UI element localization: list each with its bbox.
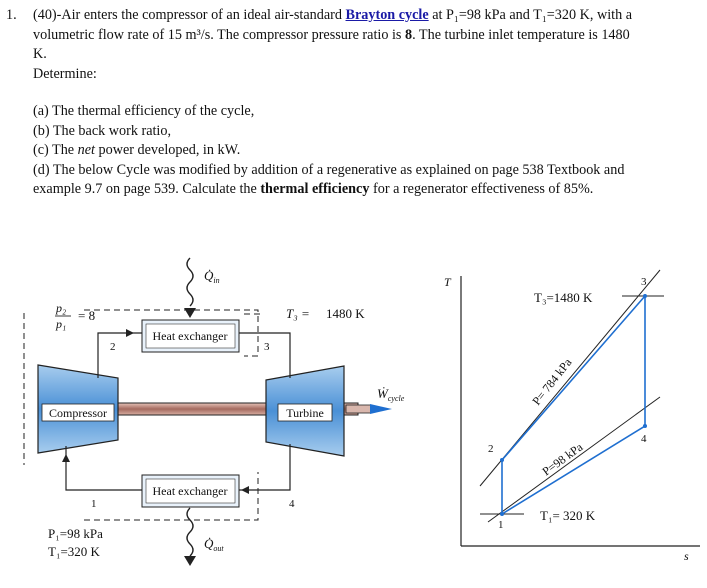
t3-value: 1480 K xyxy=(326,306,365,321)
t1-ts-label: T₁= 320 K xyxy=(540,508,596,523)
flow-line-2 xyxy=(97,332,142,378)
question-b: (b) The back work ratio, xyxy=(33,122,172,139)
point-3-label: 3 xyxy=(641,276,647,288)
work-output-shaft xyxy=(345,404,373,414)
heat-in-label: Q̇in xyxy=(204,268,220,285)
ratio-numerator: p₂ xyxy=(55,301,66,315)
pressure-ratio-value: 8 xyxy=(405,26,413,43)
problem-line-1: 1. (40)-Air enters the compressor of an … xyxy=(6,6,702,26)
ratio-value: = 8 xyxy=(78,308,95,323)
problem-line-2: volumetric flow rate of 15 m³/s. The com… xyxy=(6,26,702,46)
work-cycle-label: Ẇcycle xyxy=(377,386,405,403)
top-heat-exchanger-label: Heat exchanger xyxy=(153,329,228,343)
question-d-line-2: example 9.7 on page 539. Calculate the t… xyxy=(6,180,702,200)
state-2: 2 xyxy=(110,341,116,353)
point-1-marker xyxy=(500,512,504,516)
text: net xyxy=(77,142,95,158)
t-axis-label: T xyxy=(444,275,452,289)
control-boundary xyxy=(23,309,264,521)
ts-diagram: T s 1 2 3 4 T₃=1480 K T₁= 320 K P= 784 k… xyxy=(444,269,700,563)
text: power developed, in kW. xyxy=(94,142,241,158)
point-4-label: 4 xyxy=(641,433,647,445)
turbine-label: Turbine xyxy=(286,406,324,420)
cycle-path xyxy=(501,293,646,516)
text: (40)-Air enters the compressor of an ide… xyxy=(33,7,346,23)
point-2-label: 2 xyxy=(488,443,494,455)
turbine-label-box xyxy=(277,403,333,422)
state-3: 3 xyxy=(264,341,270,353)
inlet-pressure: P₁=98 kPa xyxy=(48,526,103,541)
text: thermal efficiency xyxy=(260,181,370,197)
state-4: 4 xyxy=(289,498,295,510)
t3-label: T₃ = xyxy=(286,306,310,321)
inlet-temperature: T₁=320 K xyxy=(48,544,101,559)
ratio-denominator: p₁ xyxy=(55,317,66,331)
point-2-marker xyxy=(500,458,504,462)
heat-out-wavy-arrow xyxy=(186,507,194,557)
point-4-marker xyxy=(643,424,647,428)
problem-statement: 1. (40)-Air enters the compressor of an … xyxy=(6,6,702,200)
text: example 9.7 on page 539. Calculate the xyxy=(33,181,261,197)
heat-out-label: Q̇out xyxy=(204,536,224,553)
cycle-schematic: Compressor Turbine Heat exchanger Heat e… xyxy=(23,257,405,566)
heat-in-wavy-arrow xyxy=(186,257,194,307)
compressor-label-box xyxy=(41,403,115,422)
work-output-arrow xyxy=(370,404,392,414)
problem-line-3: K. xyxy=(33,46,47,62)
determine-label: Determine: xyxy=(33,65,97,82)
text: (c) The xyxy=(33,142,78,158)
question-d-line-1: (d) The below Cycle was modified by addi… xyxy=(33,161,625,178)
text: . The turbine inlet temperature is 1480 xyxy=(412,26,630,43)
low-pressure-isobar xyxy=(487,396,661,523)
flow-line-3 xyxy=(239,332,291,378)
question-a: (a) The thermal efficiency of the cycle, xyxy=(33,103,255,119)
low-pressure-label: P=98 kPa xyxy=(540,439,586,478)
problem-number: 1. xyxy=(6,7,17,23)
text: volumetric flow rate of 15 m³/s. The com… xyxy=(33,26,405,43)
compressor-label: Compressor xyxy=(49,406,107,420)
s-axis-label: s xyxy=(684,549,689,563)
question-c: (c) The net power developed, in kW. xyxy=(6,141,702,161)
flow-line-4 xyxy=(239,444,291,491)
brayton-cycle-link[interactable]: Brayton cycle xyxy=(345,7,429,23)
point-3-marker xyxy=(643,294,647,298)
state-1: 1 xyxy=(91,498,97,510)
flow-line-1 xyxy=(65,446,142,491)
t3-ts-label: T₃=1480 K xyxy=(534,290,593,305)
text: at P₁=98 kPa and T₁=320 K, with a xyxy=(428,7,633,23)
text: for a regenerator effectiveness of 85%. xyxy=(369,181,594,197)
point-1-label: 1 xyxy=(498,519,504,531)
bottom-heat-exchanger-label: Heat exchanger xyxy=(153,484,228,498)
